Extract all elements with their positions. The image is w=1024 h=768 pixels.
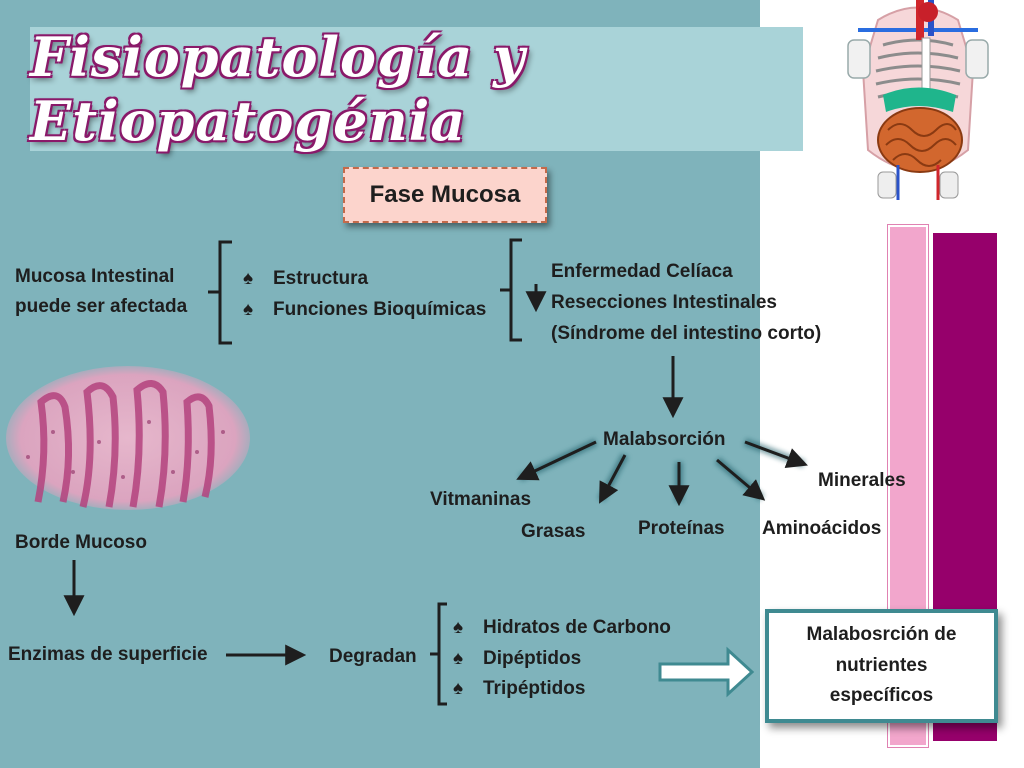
bracket-mucosa xyxy=(208,240,232,345)
mucosa-line-2: puede ser afectada xyxy=(15,296,188,317)
nutrient-bullet-item: ♠Dipéptidos xyxy=(453,648,582,669)
mucosa-line-1: Mucosa Intestinal xyxy=(15,266,175,287)
cause-celiac: Enfermedad Celíaca xyxy=(551,261,733,282)
arrow-to-minerals xyxy=(744,440,808,468)
arrow-to-fats xyxy=(599,454,627,504)
malabsorption-label: Malabsorción xyxy=(603,429,726,450)
mucosa-histology-image xyxy=(6,366,250,510)
nutrient-bullet-item: ♠Hidratos de Carbono xyxy=(453,617,671,638)
target-aminoacids: Aminoácidos xyxy=(762,518,882,539)
result-line-1: Malabosrción de xyxy=(806,624,957,646)
result-line-2: nutrientes xyxy=(835,654,928,676)
cause-resection: Resecciones Intestinales xyxy=(551,292,777,313)
title-banner xyxy=(30,27,803,151)
degrade-label: Degradan xyxy=(329,646,417,667)
arrow-to-aminoacids xyxy=(716,458,766,501)
anatomy-illustration xyxy=(838,0,998,205)
mucosa-bullet-item: ♠Estructura xyxy=(243,268,369,289)
target-vitamins: Vitmaninas xyxy=(430,489,532,510)
cause-short-bowel: (Síndrome del intestino corto) xyxy=(551,323,822,344)
bracket-nutrients xyxy=(430,602,447,706)
arrow-to-vitamins xyxy=(516,440,597,481)
result-line-3: específicos xyxy=(829,685,934,707)
slide-title: Fisiopatología y Etiopatogénia xyxy=(30,25,526,153)
nutrient-bullet-item: ♠Tripéptidos xyxy=(453,678,586,699)
block-arrow-to-result xyxy=(658,646,755,698)
bracket-causes xyxy=(500,238,522,342)
target-proteins: Proteínas xyxy=(638,518,725,539)
spade-icon: ♠ xyxy=(453,648,464,669)
spade-icon: ♠ xyxy=(453,617,464,638)
border-label: Borde Mucoso xyxy=(15,532,147,553)
spade-icon: ♠ xyxy=(243,299,254,320)
phase-box: Fase Mucosa xyxy=(343,167,547,223)
enzymes-label: Enzimas de superficie xyxy=(8,644,208,665)
mucosa-bullet-item: ♠Funciones Bioquímicas xyxy=(243,299,487,320)
spade-icon: ♠ xyxy=(453,678,464,699)
result-box: Malabosrción de nutrientes específicos xyxy=(765,609,998,723)
target-fats: Grasas xyxy=(521,521,586,542)
target-minerals: Minerales xyxy=(818,470,906,491)
spade-icon: ♠ xyxy=(243,268,254,289)
